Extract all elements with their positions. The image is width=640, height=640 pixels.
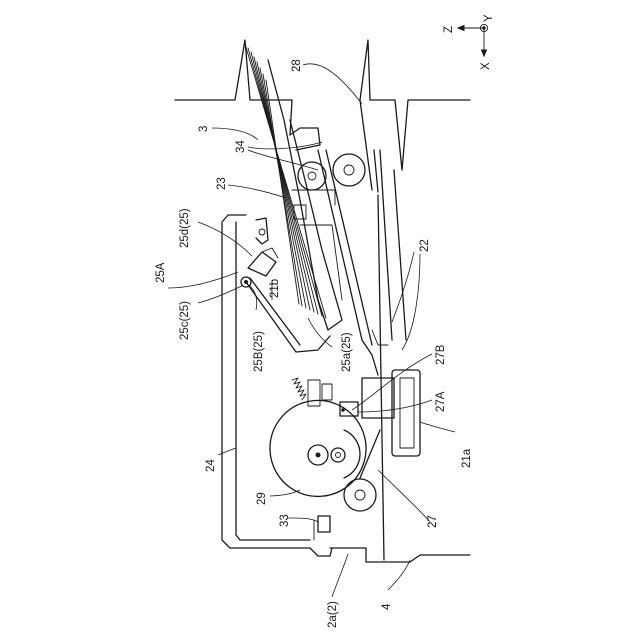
label-33: 33 xyxy=(279,514,291,527)
axis-indicator: Z Y X xyxy=(443,14,495,70)
label-25A: 25A xyxy=(155,262,167,283)
label-25c: 25c(25) xyxy=(179,301,191,340)
upper-roller-assembly xyxy=(290,100,378,205)
label-21b: 21b xyxy=(269,279,281,298)
small-roller xyxy=(344,430,380,511)
label-21a: 21a xyxy=(461,448,473,468)
axis-x-label: X xyxy=(480,62,492,70)
base-line xyxy=(330,548,470,562)
transport-guides xyxy=(318,150,406,560)
housing-top xyxy=(175,40,470,170)
label-2a: 2a(2) xyxy=(327,601,339,628)
label-4: 4 xyxy=(381,603,393,610)
label-34: 34 xyxy=(235,140,247,153)
label-29: 29 xyxy=(256,492,268,505)
label-25B: 25B(25) xyxy=(253,331,265,372)
label-28: 28 xyxy=(291,59,303,72)
axis-z-label: Z xyxy=(443,26,455,33)
leader-lines xyxy=(168,64,455,597)
label-27B: 27B xyxy=(435,344,447,365)
pressure-unit xyxy=(392,370,420,456)
label-25d: 25d(25) xyxy=(179,208,191,248)
axis-y-label: Y xyxy=(483,14,495,22)
spring-assembly xyxy=(292,378,394,418)
label-3: 3 xyxy=(198,126,210,132)
bottom-clip xyxy=(310,516,332,556)
label-27A: 27A xyxy=(435,391,447,412)
label-24: 24 xyxy=(205,459,217,472)
label-22: 22 xyxy=(419,239,431,252)
label-27: 27 xyxy=(427,515,439,528)
label-25a: 25a(25) xyxy=(341,332,353,372)
label-23: 23 xyxy=(216,177,228,190)
